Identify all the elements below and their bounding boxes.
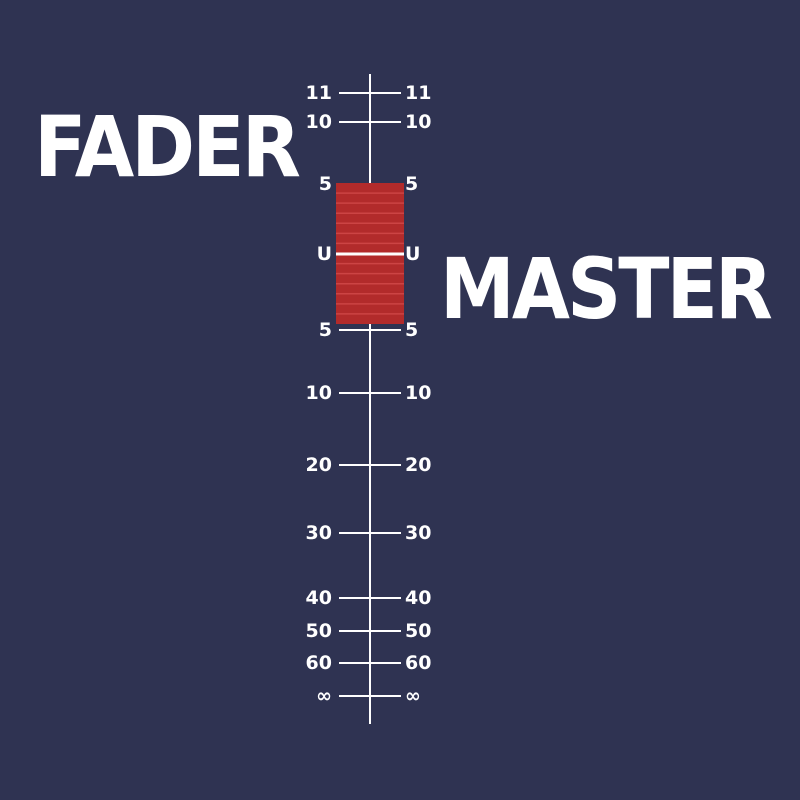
scale-tick-label-left: 5 — [319, 173, 332, 195]
scale-tick-label-right: 30 — [405, 522, 431, 544]
scale-tick-label-left: 30 — [306, 522, 332, 544]
scale-tick-label-right: 20 — [405, 454, 431, 476]
scale-tick-label-left: 5 — [319, 319, 332, 341]
scale-tick-label-left: ∞ — [316, 685, 332, 707]
scale-tick-label-right: 11 — [405, 82, 431, 104]
scale-tick-label-left: 60 — [306, 652, 332, 674]
fader-word: FADER — [34, 99, 301, 197]
scale-tick-label-left: 20 — [306, 454, 332, 476]
scale-tick-label-left: U — [317, 243, 332, 265]
scale-tick-label-left: 10 — [306, 111, 332, 133]
scale-tick-label-left: 10 — [306, 382, 332, 404]
master-word: MASTER — [440, 241, 773, 339]
scale-tick-label-right: ∞ — [405, 685, 421, 707]
scale-tick-label-right: 5 — [405, 319, 418, 341]
scale-tick-label-right: U — [405, 243, 420, 265]
fader-cap[interactable] — [336, 183, 404, 324]
scale-tick-label-right: 10 — [405, 111, 431, 133]
scale-tick-label-right: 50 — [405, 620, 431, 642]
scale-tick-label-right: 10 — [405, 382, 431, 404]
scale-tick-label-right: 40 — [405, 587, 431, 609]
scale-tick-label-left: 11 — [306, 82, 332, 104]
scale-tick-label-right: 60 — [405, 652, 431, 674]
scale-tick-label-left: 40 — [306, 587, 332, 609]
scale-tick-label-right: 5 — [405, 173, 418, 195]
scale-tick-label-left: 50 — [306, 620, 332, 642]
